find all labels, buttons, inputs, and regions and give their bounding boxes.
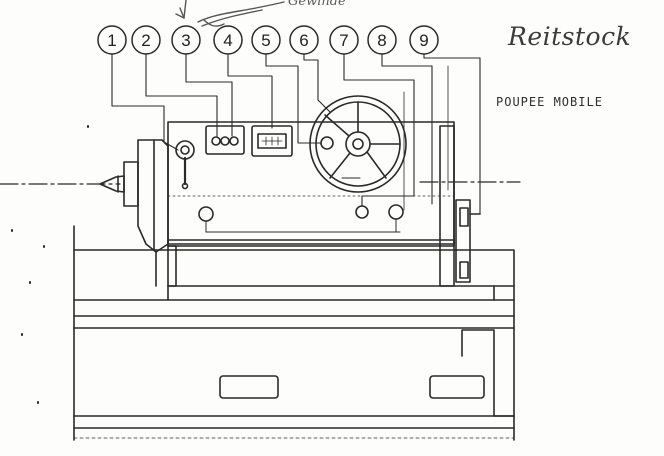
position-indicator: [251, 125, 293, 157]
callout-number-8: 8: [377, 31, 386, 50]
handwritten-note: Gewinde: [288, 0, 346, 9]
callout-number-2: 2: [141, 31, 150, 50]
callout-number-7: 7: [339, 31, 348, 50]
quill-handwheel: [309, 95, 407, 193]
callout-circles: [97, 25, 439, 55]
adjustment-knob: [320, 136, 334, 150]
lathe-bed: [73, 225, 515, 441]
callout-circle-8: [367, 25, 397, 55]
callout-number-1: 1: [107, 31, 116, 50]
clamp-block: [455, 199, 481, 283]
lower-controls: [198, 204, 404, 233]
callout-circle-2: [131, 25, 161, 55]
control-button-panel: [205, 125, 245, 155]
callout-circle-5: [251, 25, 281, 55]
title-german: Reitstock: [508, 22, 632, 51]
callout-circle-7: [329, 25, 359, 55]
callout-circle-3: [171, 25, 201, 55]
margin-dots: [11, 125, 89, 404]
handwritten-scribble: [175, 0, 285, 27]
quill-clamp-lever: [175, 140, 195, 190]
quill-housing: [137, 139, 169, 253]
callout-circle-1: [97, 25, 127, 55]
callout-circle-6: [289, 25, 319, 55]
callout-circle-9: [409, 25, 439, 55]
leader-lines: [111, 53, 481, 215]
callout-circle-4: [213, 25, 243, 55]
callout-number-5: 5: [261, 31, 270, 50]
tailstock-body: [167, 121, 455, 287]
callout-number-4: 4: [223, 31, 232, 50]
callout-number-9: 9: [419, 31, 428, 50]
title-french: POUPEE MOBILE: [496, 95, 603, 109]
callout-number-3: 3: [181, 31, 190, 50]
callout-number-6: 6: [299, 31, 308, 50]
